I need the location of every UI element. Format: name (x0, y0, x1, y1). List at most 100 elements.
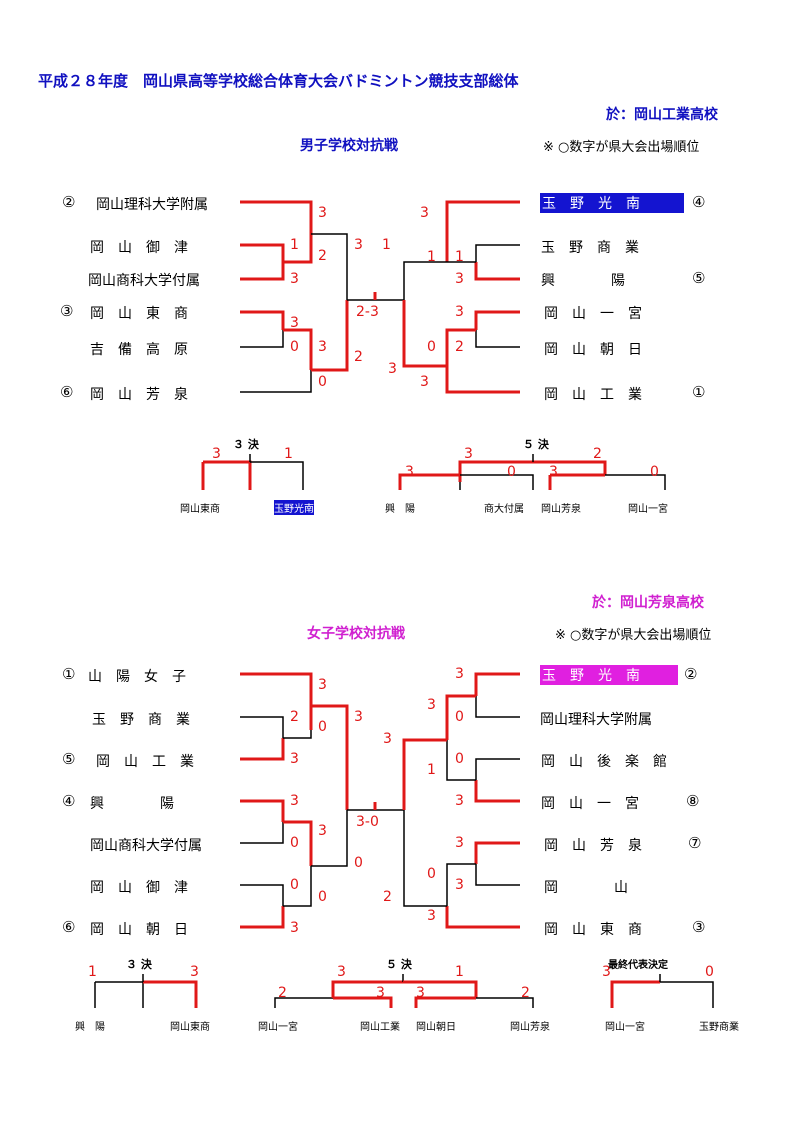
boys-venue: 於：岡山工業高校 (606, 107, 718, 123)
score: 3 (318, 205, 327, 221)
seed-badge: ② (62, 193, 76, 211)
team-name: 岡山理科大学附属 (96, 197, 208, 213)
team-name: 岡 山 朝 日 (90, 922, 188, 938)
fifth-place-title: ５ 決 (386, 958, 412, 971)
score: 2 (455, 339, 464, 355)
score: 2 (278, 985, 287, 1001)
team-name: 岡山東商 (180, 504, 220, 515)
score: 2 (290, 709, 299, 725)
score: 3 (405, 464, 414, 480)
team-name: 岡 山 芳 泉 (90, 387, 188, 403)
team-name: 興 陽 (90, 796, 174, 812)
score: 3 (290, 793, 299, 809)
score: 3 (464, 446, 473, 462)
fifth-place-title: ５ 決 (523, 438, 549, 451)
score: 3 (455, 877, 464, 893)
team-name: 玉 野 商 業 (92, 712, 190, 728)
score: 3 (337, 964, 346, 980)
score: 2 (354, 349, 363, 365)
score: 0 (650, 464, 659, 480)
score: 1 (455, 249, 464, 265)
team-name: 山 陽 女 子 (88, 669, 186, 685)
score: 0 (455, 709, 464, 725)
seed-badge: ④ (62, 792, 76, 810)
score: 3 (354, 709, 363, 725)
team-name: 岡 山 後 楽 館 (541, 754, 667, 770)
seed-badge: ③ (60, 302, 74, 320)
girls-note: ※ ○数字が県大会出場順位 (555, 628, 712, 643)
score: 0 (318, 719, 327, 735)
score: 3 (420, 374, 429, 390)
final-score: 2-3 (356, 304, 379, 320)
score: 3 (376, 985, 385, 1001)
page-title: 平成２８年度 岡山県高等学校総合体育大会バドミントン競技支部総体 (38, 72, 519, 90)
seed-badge: ⑤ (62, 750, 76, 768)
score: 0 (427, 339, 436, 355)
team-name: 岡 山 (544, 880, 628, 896)
score: 0 (290, 835, 299, 851)
score: 0 (318, 889, 327, 905)
team-name: 岡山一宮 (605, 1022, 645, 1033)
score: 3 (602, 964, 611, 980)
score: 0 (455, 751, 464, 767)
score: 0 (354, 855, 363, 871)
score: 3 (427, 697, 436, 713)
team-name-highlighted: 玉野光南 (274, 500, 314, 515)
score: 3 (290, 271, 299, 287)
score: 3 (354, 237, 363, 253)
score: 1 (290, 237, 299, 253)
team-name: 岡 山 芳 泉 (544, 838, 642, 854)
score: 3 (318, 677, 327, 693)
score: 2 (318, 248, 327, 264)
girls-venue: 於：岡山芳泉高校 (592, 595, 704, 611)
score: 2 (383, 889, 392, 905)
team-name: 吉 備 高 原 (90, 342, 188, 358)
team-name: 岡山一宮 (628, 504, 668, 515)
team-name: 興 陽 (541, 273, 625, 289)
team-name: 商大付属 (484, 504, 524, 515)
boys-event-title: 男子学校対抗戦 (300, 138, 398, 154)
seed-badge: ⑤ (692, 269, 706, 287)
girls-event-title: 女子学校対抗戦 (307, 626, 405, 642)
score: 3 (420, 205, 429, 221)
score: 3 (455, 304, 464, 320)
seed-badge: ① (692, 383, 706, 401)
score: 3 (290, 751, 299, 767)
team-name: 岡山東商 (170, 1022, 210, 1033)
score: 3 (455, 793, 464, 809)
team-name: 岡山商科大学付属 (88, 273, 200, 289)
team-name: 岡山朝日 (416, 1022, 456, 1033)
team-name: 岡山工業 (360, 1022, 400, 1033)
score: 1 (88, 964, 97, 980)
team-name: 岡山商科大学付属 (90, 838, 202, 854)
score: 2 (521, 985, 530, 1001)
seed-badge: ⑥ (62, 918, 76, 936)
team-name: 玉野商業 (699, 1022, 739, 1033)
score: 0 (427, 866, 436, 882)
team-name: 岡山一宮 (258, 1022, 298, 1033)
score: 1 (455, 964, 464, 980)
team-name-highlighted: 玉 野 光 南 (540, 665, 678, 685)
team-name-highlighted: 玉 野 光 南 (540, 193, 684, 213)
team-name: 岡山芳泉 (510, 1022, 550, 1033)
team-name: 興 陽 (75, 1022, 105, 1033)
boys-note: ※ ○数字が県大会出場順位 (543, 140, 700, 155)
score: 1 (427, 762, 436, 778)
score: 0 (507, 464, 516, 480)
score: 1 (427, 249, 436, 265)
final-score: 3-0 (356, 814, 379, 830)
team-name: 岡 山 東 商 (544, 922, 642, 938)
score: 2 (593, 446, 602, 462)
team-name: 岡 山 工 業 (96, 754, 194, 770)
third-place-title: ３ 決 (233, 438, 259, 451)
score: 3 (427, 908, 436, 924)
score: 3 (549, 464, 558, 480)
team-name: 岡 山 工 業 (544, 387, 642, 403)
score: 3 (290, 315, 299, 331)
team-name: 岡 山 一 宮 (544, 306, 642, 322)
score: 3 (388, 361, 397, 377)
score: 3 (455, 271, 464, 287)
seed-badge: ② (684, 665, 698, 683)
seed-badge: ③ (692, 918, 706, 936)
